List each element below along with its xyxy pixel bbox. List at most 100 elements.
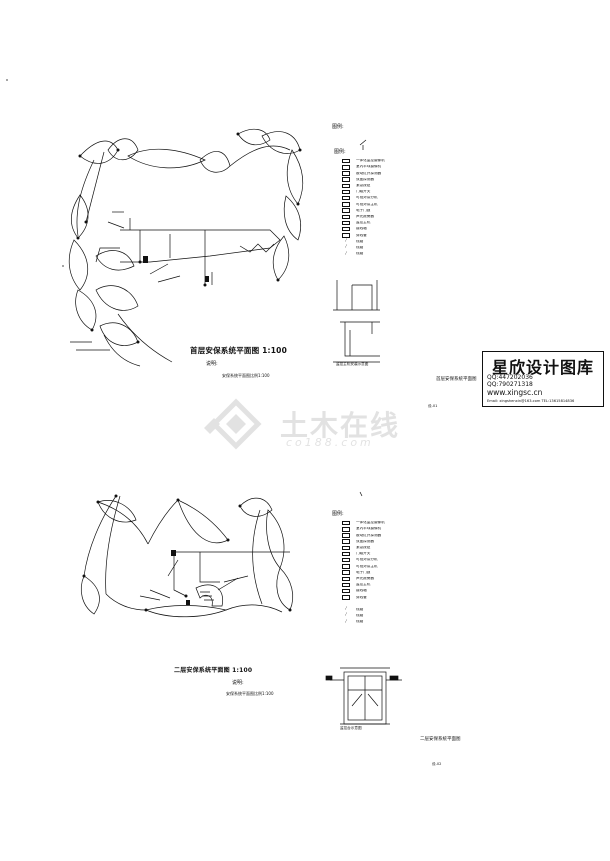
- legend-symbol: [342, 545, 350, 551]
- legend-label: 双鉴探测器: [356, 539, 374, 543]
- sheet2-note-line: 安保系统平面图比例1:100: [226, 691, 274, 696]
- legend-label: 电子门锁: [356, 208, 371, 212]
- legend-row: 门磁开关: [342, 189, 416, 195]
- legend-row: 室内半球摄像机: [342, 164, 416, 170]
- legend-label: 线路: [356, 613, 364, 617]
- legend-label: 声光报警器: [356, 576, 374, 580]
- stamp-site: www.xingsc.cn: [487, 388, 543, 397]
- legend-symbol: [342, 189, 350, 195]
- line-symbol-icon: ╱: [345, 618, 347, 623]
- legend-row: 一体化监控摄像机: [342, 158, 416, 164]
- legend-label: 可视对讲分机: [356, 196, 378, 200]
- legend-row: 接线箱: [342, 226, 416, 232]
- watermark-sub-text: co188.com: [286, 436, 374, 449]
- legend-label: 监控主机: [356, 583, 371, 587]
- legend-row: ╱线路: [342, 251, 416, 257]
- legend-row: 紧急按钮: [342, 183, 416, 189]
- legend-symbol: [342, 171, 350, 176]
- legend-row: 被动红外探测器: [342, 170, 416, 176]
- designer-stamp: 星欣设计图库 QQ:447202036 QQ:790271318 www.xin…: [482, 351, 604, 407]
- legend-label: 可视对讲主机: [356, 564, 378, 568]
- legend-symbol: [342, 220, 350, 226]
- watermark-main-text: 土木在线: [280, 409, 401, 442]
- legend-row: ╱ 线路: [342, 613, 416, 619]
- legend-label: 线路: [356, 620, 364, 624]
- legend-row: 电子门锁: [342, 208, 416, 214]
- legend-symbol: [342, 202, 350, 207]
- legend-row: 可视对讲分机: [342, 557, 416, 563]
- legend-symbol: [342, 233, 350, 238]
- sheet1-legend-header: 图例:: [332, 124, 344, 130]
- stamp-contact: Email: xingshenxin@163.com TEL:136158148…: [487, 399, 575, 403]
- legend-symbol: [342, 527, 350, 532]
- sheet1-sheet-title: 首层安保系统平面图: [436, 377, 477, 382]
- legend-row: 监控主机: [342, 582, 416, 588]
- line-symbol-icon: ╱: [345, 612, 347, 617]
- legend-row: 监控主机: [342, 220, 416, 226]
- sheet1-detail-caption: 监控主机安装示意图: [336, 362, 369, 366]
- line-symbol-icon: ╱: [345, 244, 347, 249]
- sheet2-sheet-number: 设-02: [432, 762, 442, 766]
- legend-label: 一体化监控摄像机: [356, 159, 385, 163]
- legend-label: 被动红外探测器: [356, 171, 382, 175]
- sheet2-legend-header: 图例:: [332, 511, 344, 517]
- legend-symbol: [342, 165, 350, 170]
- stamp-qq1: QQ:447202036: [487, 374, 533, 381]
- legend-row: 电子门锁: [342, 570, 416, 576]
- sheet1-legend-section: 图例:: [334, 149, 346, 155]
- sheet2-plan-title: 二层安保系统平面图 1:100: [174, 667, 253, 674]
- legend-label: 室内半球摄像机: [356, 165, 382, 169]
- legend-label: 被动红外探测器: [356, 533, 382, 537]
- legend-label: 门磁开关: [356, 552, 371, 556]
- legend-symbol: [342, 226, 350, 232]
- legend-symbol: [342, 539, 350, 544]
- legend-label: 线路: [356, 252, 364, 256]
- stamp-brand: 星欣设计图库: [491, 358, 594, 377]
- legend-label: 声光报警器: [356, 214, 374, 218]
- legend-row: 被动红外探测器: [342, 532, 416, 538]
- legend-row: 穿线管: [342, 594, 416, 600]
- legend-label: 穿线管: [356, 595, 367, 599]
- legend-row: 双鉴探测器: [342, 177, 416, 183]
- legend-symbol: [342, 595, 350, 600]
- legend-row: 声光报警器: [342, 576, 416, 582]
- legend-row: 可视对讲主机: [342, 563, 416, 569]
- sheet2-detail-caption: 监控台示意图: [340, 726, 362, 730]
- sheet2-floorplan: [80, 495, 294, 618]
- legend-row: 紧急按钮: [342, 545, 416, 551]
- legend-symbol: [342, 183, 350, 189]
- legend-symbol: [342, 177, 350, 182]
- legend-label: 线路: [356, 239, 364, 243]
- sheet2-legend: 一体化监控摄像机 室内半球摄像机 被动红外探测器 双鉴探测器 紧急按钮 门磁开关…: [342, 520, 416, 625]
- legend-symbol: [342, 551, 350, 557]
- sheet1-floorplan: [68, 128, 304, 367]
- legend-row: 接线箱: [342, 588, 416, 594]
- legend-symbol: [342, 576, 350, 582]
- legend-label: 监控主机: [356, 221, 371, 225]
- line-symbol-icon: ╱: [345, 238, 347, 243]
- legend-row: ╱线路: [342, 245, 416, 251]
- legend-symbol: [342, 208, 350, 213]
- legend-label: 接线箱: [356, 589, 367, 593]
- legend-row: 可视对讲分机: [342, 195, 416, 201]
- legend-label: 线路: [356, 607, 364, 611]
- legend-symbol: [342, 588, 350, 594]
- legend-label: 门磁开关: [356, 190, 371, 194]
- sheet2-sheet-title: 二层安保系统平面图: [420, 737, 461, 742]
- sheet2-details: [325, 491, 402, 725]
- legend-label: 紧急按钮: [356, 184, 371, 188]
- legend-label: 可视对讲主机: [356, 202, 378, 206]
- sheet1-note-label: 说明:: [206, 361, 218, 367]
- sheet1-plan-title: 首层安保系统平面图 1:100: [190, 346, 287, 355]
- sheet2-note-label: 说明:: [232, 680, 244, 686]
- legend-symbol: [342, 570, 350, 575]
- stamp-qq2: QQ:790271318: [487, 381, 533, 388]
- legend-symbol: [342, 564, 350, 569]
- legend-symbol: [342, 520, 350, 526]
- legend-label: 一体化监控摄像机: [356, 521, 385, 525]
- legend-row: 双鉴探测器: [342, 539, 416, 545]
- watermark-logo-icon: [204, 398, 262, 450]
- sheet1-note-line: 安保系统平面图比例1:100: [222, 373, 270, 378]
- legend-row: 声光报警器: [342, 214, 416, 220]
- legend-row: 门磁开关: [342, 551, 416, 557]
